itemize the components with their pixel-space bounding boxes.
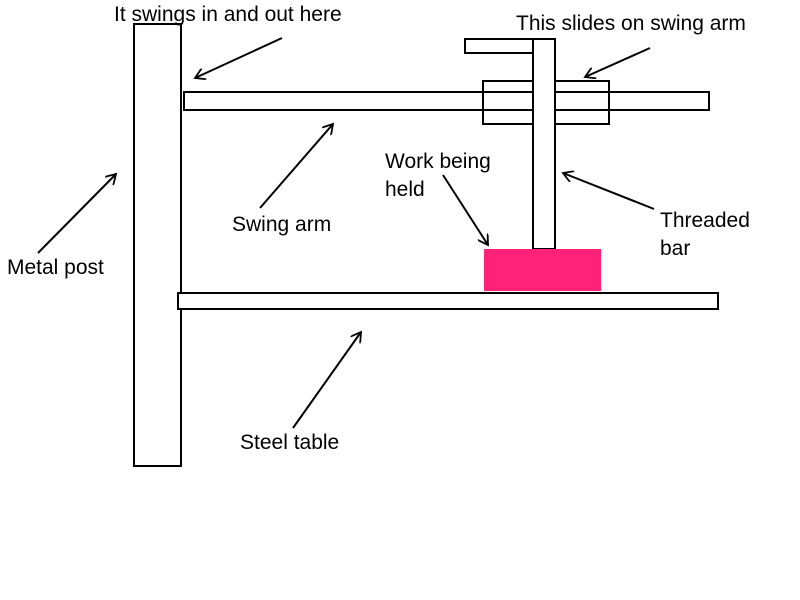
swing-arm (183, 91, 710, 111)
threaded-bar-handle (464, 38, 534, 54)
arrow-swing-point (195, 37, 283, 78)
work-piece (484, 249, 601, 291)
arrow-steel-table (292, 332, 361, 429)
arrow-metal-post (37, 174, 116, 254)
arrow-swing-arm (259, 124, 333, 209)
threaded-bar (532, 38, 556, 250)
arrow-work (442, 174, 488, 245)
label-work-line2: held (385, 178, 425, 201)
label-swing-arm: Swing arm (232, 213, 331, 236)
label-threaded-line1: Threaded (660, 209, 750, 232)
label-steel-table: Steel table (240, 431, 339, 454)
label-slider: This slides on swing arm (516, 12, 746, 35)
steel-table (177, 292, 719, 310)
label-swing-point: It swings in and out here (114, 3, 342, 26)
label-work-line1: Work being (385, 150, 491, 173)
arrow-slider (585, 47, 651, 77)
label-metal-post: Metal post (7, 256, 104, 279)
metal-post (133, 23, 182, 467)
arrow-threaded-bar (563, 173, 655, 210)
label-threaded-line2: bar (660, 237, 690, 260)
